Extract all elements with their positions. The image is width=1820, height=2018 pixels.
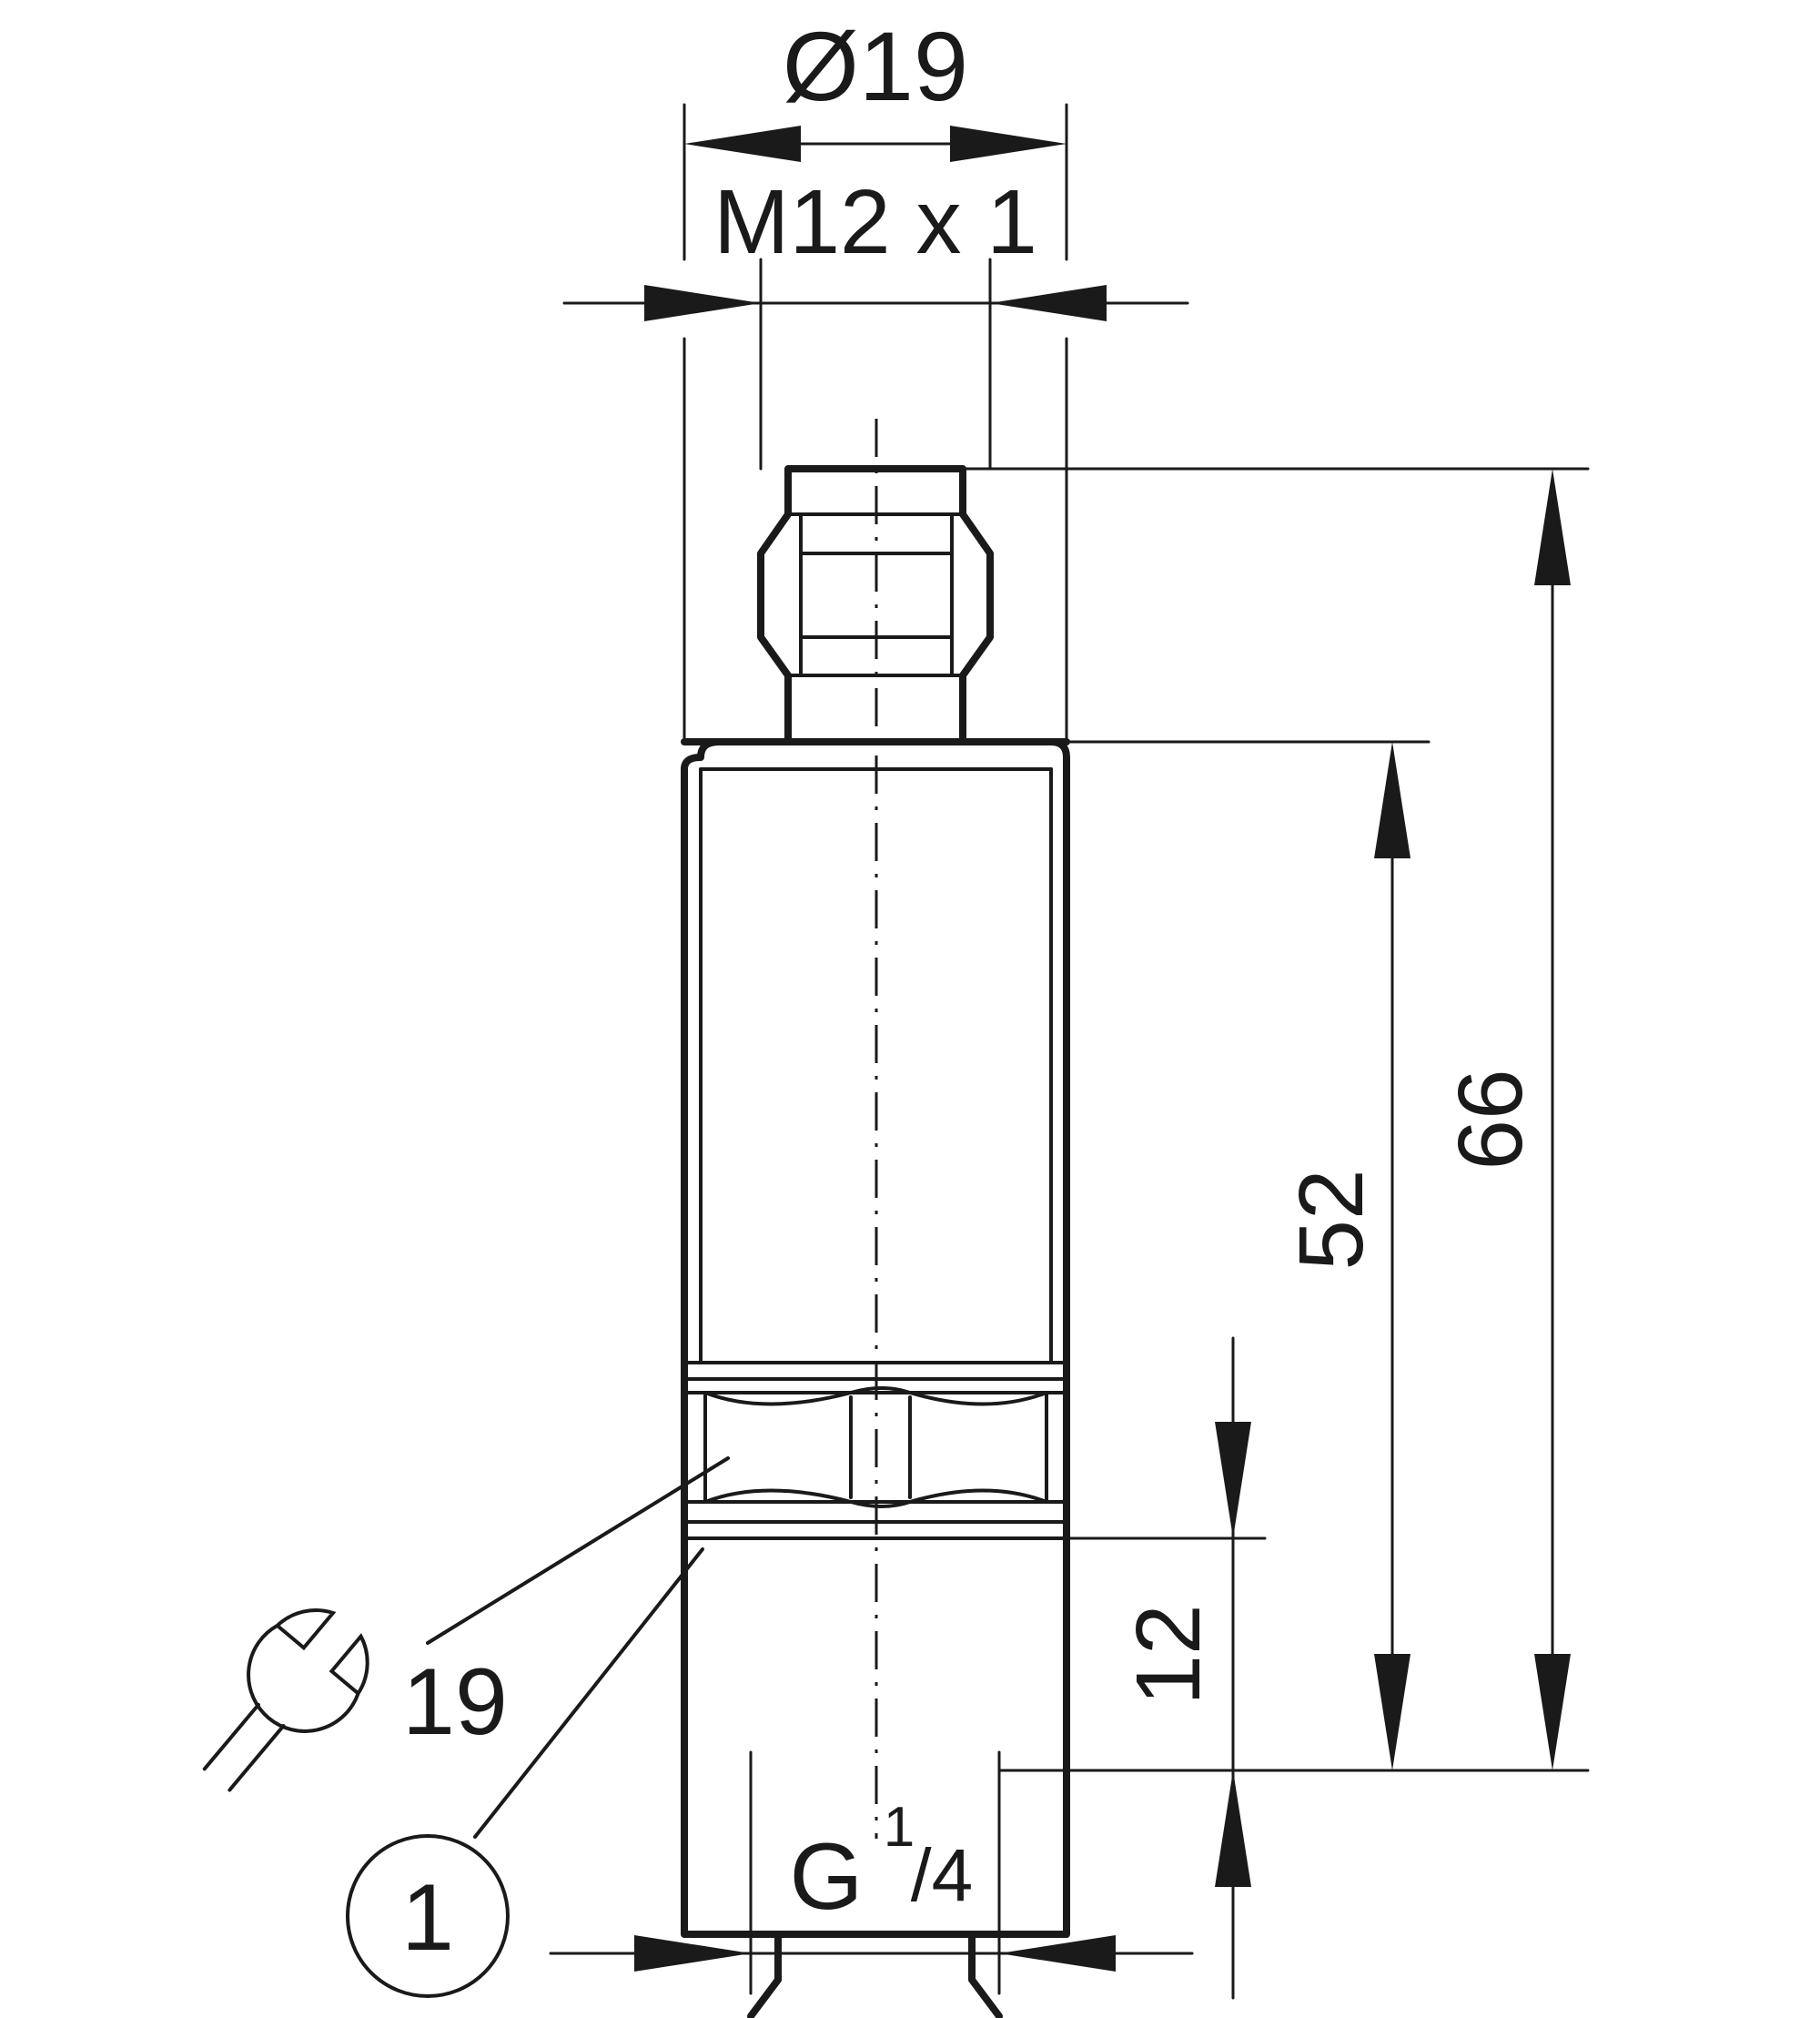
main-body: [681, 738, 1070, 1938]
dim-length-body: 52: [1065, 740, 1431, 1770]
thread-bottom-letter: G: [790, 1824, 864, 1930]
item-1-callout: 1: [346, 1547, 704, 1998]
dim-thread-bottom: G 1 /4: [549, 1750, 1194, 1995]
hex-nut: [682, 1386, 1068, 1540]
length-body-label: 52: [1280, 1169, 1382, 1270]
dim-thread-top: M12 x 1: [562, 171, 1189, 744]
thread-bottom-denominator: /4: [911, 1834, 973, 1917]
length-thread-label: 12: [1117, 1604, 1219, 1705]
thread-bottom-numerator: 1: [884, 1796, 915, 1859]
wrench-callout: 19: [202, 1456, 730, 1792]
dim-diameter: Ø19: [682, 11, 1068, 261]
length-overall-label: 66: [1440, 1069, 1542, 1170]
bottom-thread: [747, 1931, 1003, 2018]
wrench-size-label: 19: [402, 1649, 508, 1755]
callout-1-label: 1: [401, 1865, 454, 1971]
thread-top-label: M12 x 1: [713, 171, 1037, 273]
dim-length-overall: 66: [961, 467, 1590, 1772]
callout-circle: [346, 1834, 510, 1998]
wrench-icon: [202, 1608, 369, 1792]
dim-length-thread: 12: [1065, 1336, 1267, 2000]
diameter-label: Ø19: [783, 11, 968, 121]
